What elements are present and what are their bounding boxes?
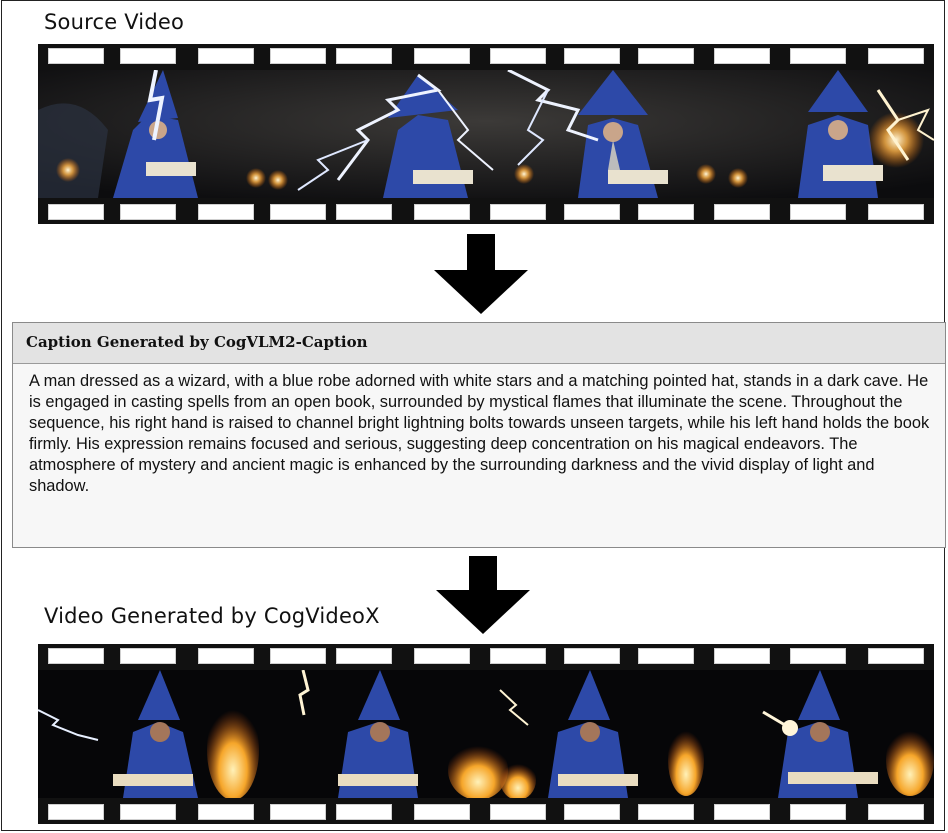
source-frame-2 [297,73,534,198]
film-perforations-bottom [38,800,934,824]
generated-video-frames [38,670,934,798]
generated-filmstrip [38,644,934,824]
source-frame-3 [507,70,748,198]
generated-frame-1 [38,670,259,798]
source-video-frames [38,70,934,198]
generated-frame-3 [499,670,704,798]
film-perforations-top [38,644,934,668]
film-perforations-top [38,44,934,68]
generated-frame-4 [762,670,934,798]
caption-header: Caption Generated by CogVLM2-Caption [13,323,945,364]
source-video-title: Source Video [44,10,185,34]
down-arrow-icon [436,556,530,634]
down-arrow-icon [434,234,528,314]
source-filmstrip [38,44,934,224]
caption-panel: Caption Generated by CogVLM2-Caption A m… [12,322,946,548]
source-frame-1 [38,70,288,198]
caption-header-text: Caption Generated by CogVLM2-Caption [26,333,368,351]
generated-frame-2 [298,670,508,798]
caption-text: A man dressed as a wizard, with a blue r… [29,372,930,495]
film-perforations-bottom [38,200,934,224]
source-frame-4 [798,70,934,198]
generated-video-title: Video Generated by CogVideoX [44,604,380,628]
